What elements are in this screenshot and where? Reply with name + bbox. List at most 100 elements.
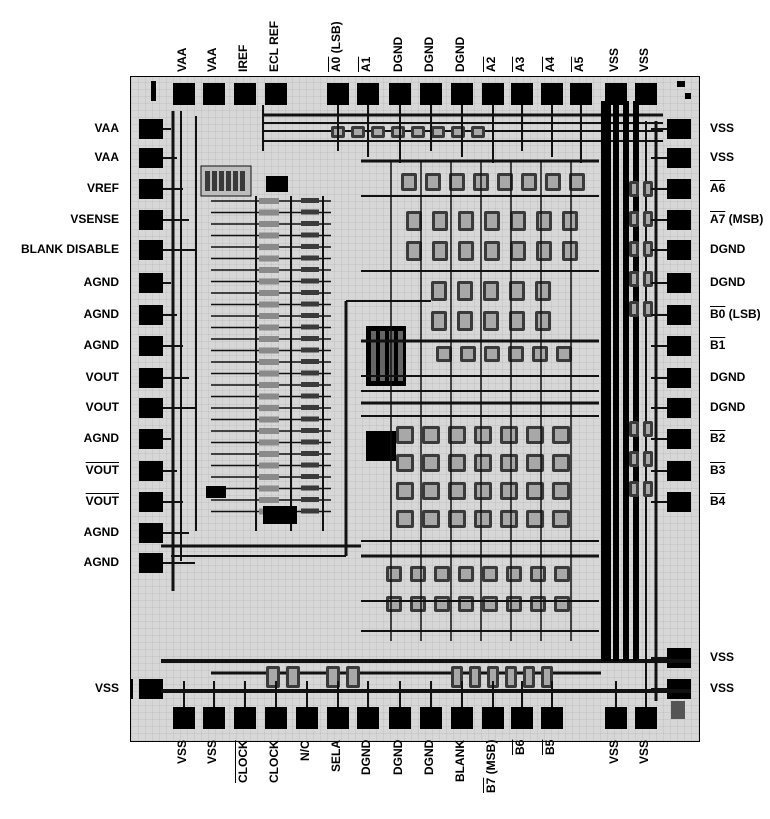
b-decoder-core-1-1 <box>425 457 437 469</box>
vref-cell-0 <box>205 171 210 191</box>
right-input-buffer-core-2-0 <box>632 244 636 254</box>
pin-label-left-6: AGND <box>83 275 119 289</box>
vref-cell-1 <box>212 171 217 191</box>
right-input-buffer-b-core-1-0 <box>632 454 636 464</box>
right-input-buffer-core-3-1 <box>646 274 650 284</box>
bond-pad-left-3 <box>139 179 163 199</box>
b-decoder-core-3-5 <box>529 513 541 525</box>
pin-label-right-8: B1 <box>710 338 726 352</box>
vref-cell-2 <box>219 171 224 191</box>
pin-label-left-5: BLANK DISABLE <box>21 242 119 256</box>
current-source-switch-8 <box>301 290 319 295</box>
right-input-buffer-b-core-0-0 <box>632 424 636 434</box>
pin-label-left-15: AGND <box>83 555 119 569</box>
pin-label-left-12: VOUT <box>85 463 119 477</box>
a-decoder-core-1-5 <box>539 244 549 258</box>
right-input-buffer-core-0-1 <box>646 184 650 194</box>
bond-pad-top-13 <box>570 83 592 105</box>
current-source-cell-26 <box>259 497 279 503</box>
a-latch-core-0-1 <box>428 176 438 188</box>
b-latch-core-1-4 <box>485 599 495 609</box>
pin-label-top-6: A1 <box>359 56 373 72</box>
b-latch-core-1-1 <box>413 599 423 609</box>
bond-pad-top-1 <box>173 83 195 105</box>
right-input-buffer-b-core-2-1 <box>646 484 650 494</box>
blank-buffer-core-0-5 <box>544 669 550 685</box>
current-source-cell-15 <box>259 370 279 377</box>
current-source-switch-14 <box>301 359 319 364</box>
bond-pad-right-4 <box>667 210 691 230</box>
bond-pad-left-1 <box>139 119 163 139</box>
pin-label-bottom-12: B6 <box>513 740 527 756</box>
b-decoder-core-3-6 <box>555 513 567 525</box>
sela-buffer-core-0-1 <box>349 669 357 685</box>
bond-pad-top-4 <box>265 83 287 105</box>
bond-pad-left-10 <box>139 398 163 418</box>
current-source-cell-12 <box>259 336 279 342</box>
current-source-switch-18 <box>301 405 319 410</box>
bond-pad-top-12 <box>541 83 563 105</box>
a-latch-core-0-7 <box>572 176 582 188</box>
bond-pad-left-5 <box>139 240 163 260</box>
logo-mark <box>151 81 156 101</box>
bond-pad-right-11 <box>667 429 691 449</box>
b-latch-core-1-6 <box>533 599 543 609</box>
bond-pad-top-8 <box>420 83 442 105</box>
pin-label-right-13: B4 <box>710 494 726 508</box>
pin-label-top-7: DGND <box>391 36 405 72</box>
b-decoder-core-0-4 <box>503 429 515 441</box>
pin-label-bottom-8: DGND <box>391 740 405 776</box>
pin-label-bottom-2: VSS <box>205 740 219 765</box>
b-latch-core-1-3 <box>461 599 471 609</box>
bond-pad-bottom-14 <box>605 707 627 729</box>
clock-buffer-core-0-1 <box>289 669 297 685</box>
pin-label-right-2: VSS <box>710 150 735 164</box>
pin-label-right-6: DGND <box>710 275 746 289</box>
pin-label-bottom-14: VSS <box>607 740 621 765</box>
pin-label-bottom-1: VSS <box>175 740 189 765</box>
pin-label-bottom-3: CLOCK <box>236 740 250 783</box>
b-latch-core-1-0 <box>389 599 399 609</box>
bond-pad-left-7 <box>139 305 163 325</box>
bond-pad-left-8 <box>139 336 163 356</box>
blank-buffer-core-0-3 <box>508 669 514 685</box>
current-source-switch-4 <box>301 244 319 249</box>
current-source-switch-15 <box>301 370 319 376</box>
a-latch-core-0-4 <box>500 176 510 188</box>
current-source-cell-21 <box>259 439 279 446</box>
b-decoder-core-3-0 <box>399 513 411 525</box>
current-source-cell-3 <box>259 232 279 239</box>
bond-pad-bottom-9 <box>420 707 442 729</box>
b-decoder-core-1-3 <box>477 457 489 469</box>
current-source-switch-10 <box>301 313 319 318</box>
a-input-buffer-core-0-5 <box>434 129 442 135</box>
right-input-buffer-core-1-1 <box>646 214 650 224</box>
a-driver-core-0-2 <box>487 349 497 359</box>
a-decoder-core-0-2 <box>461 214 471 228</box>
pin-label-top-12: A4 <box>543 56 557 72</box>
pin-label-bottom-4: CLOCK <box>267 740 281 783</box>
b-latch-core-0-2 <box>437 569 447 579</box>
pin-label-left-7: AGND <box>83 307 119 321</box>
vout-block <box>263 506 297 524</box>
current-source-cell-22 <box>259 451 279 457</box>
pin-label-top-5: A0 (LSB) <box>329 21 343 72</box>
a-mux-core-0-1 <box>460 284 470 298</box>
vss-rail-4 <box>633 101 639 661</box>
bond-pad-right-5 <box>667 240 691 260</box>
a-decoder-core-1-3 <box>487 244 497 258</box>
pin-label-top-4: ECL REF <box>267 20 281 72</box>
die-photo <box>130 76 700 742</box>
pin-label-left-13: VOUT <box>85 494 119 508</box>
pin-label-right-5: DGND <box>710 242 746 256</box>
b-decoder-core-2-6 <box>555 485 567 497</box>
bond-pad-right-9 <box>667 368 691 388</box>
bond-pad-left-6 <box>139 273 163 293</box>
a-mux-core-1-2 <box>486 314 496 328</box>
bond-pad-bottom-5 <box>296 707 318 729</box>
bond-pad-top-10 <box>482 83 504 105</box>
b-latch-core-0-7 <box>557 569 567 579</box>
a-input-buffer-core-0-1 <box>354 129 362 135</box>
pin-label-right-15: VSS <box>710 681 735 695</box>
current-source-switch-9 <box>301 301 319 307</box>
